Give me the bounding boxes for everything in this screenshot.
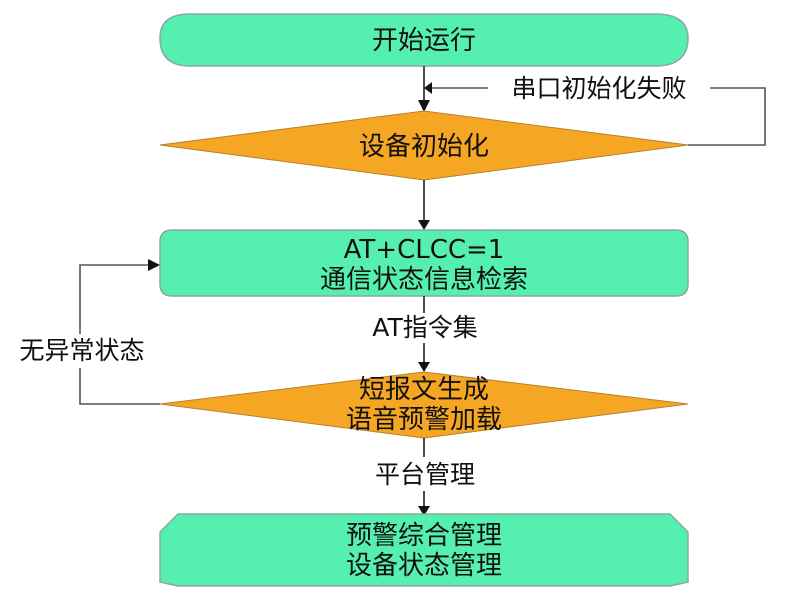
query-label-line1: AT+CLCC=1 (344, 235, 505, 265)
arrowhead-query (418, 220, 430, 230)
sms-label-line1: 短报文生成 (359, 375, 489, 405)
platform-label-bg (362, 457, 488, 491)
arrowhead-init (418, 100, 430, 112)
init-decision-shape (159, 110, 689, 181)
arrowhead-init-fail (424, 82, 432, 94)
arrowhead-end (418, 506, 430, 516)
init-label: 设备初始化 (359, 132, 489, 162)
edge-label-init-fail: 串口初始化失败 (511, 74, 686, 103)
at-cmd-label-bg (364, 313, 486, 343)
end-label-line1: 预警综合管理 (346, 521, 502, 551)
node-query: AT+CLCC=1 通信状态信息检索 (159, 229, 689, 297)
query-label-line2: 通信状态信息检索 (320, 265, 528, 295)
node-sms: 短报文生成 语音预警加载 (159, 371, 689, 439)
start-terminal-shape (159, 13, 689, 67)
init-fail-label-bg (488, 72, 710, 104)
end-process-shape (159, 513, 689, 587)
arrowhead-sms (418, 362, 430, 372)
node-end: 预警综合管理 设备状态管理 (159, 513, 689, 587)
node-start: 开始运行 (159, 13, 689, 67)
arrowhead-no-abnormal (148, 259, 160, 271)
edge-label-no-abnormal: 无异常状态 (19, 336, 144, 365)
sms-decision-shape (159, 371, 689, 439)
edge-label-platform: 平台管理 (375, 460, 475, 489)
end-label-line2: 设备状态管理 (346, 551, 502, 581)
sms-label-line2: 语音预警加载 (346, 405, 502, 435)
start-label: 开始运行 (372, 26, 476, 56)
node-init: 设备初始化 (159, 110, 689, 181)
edge-label-at-cmd: AT指令集 (372, 313, 477, 342)
query-process-shape (159, 229, 689, 297)
no-abnormal-label-bg (14, 334, 150, 368)
